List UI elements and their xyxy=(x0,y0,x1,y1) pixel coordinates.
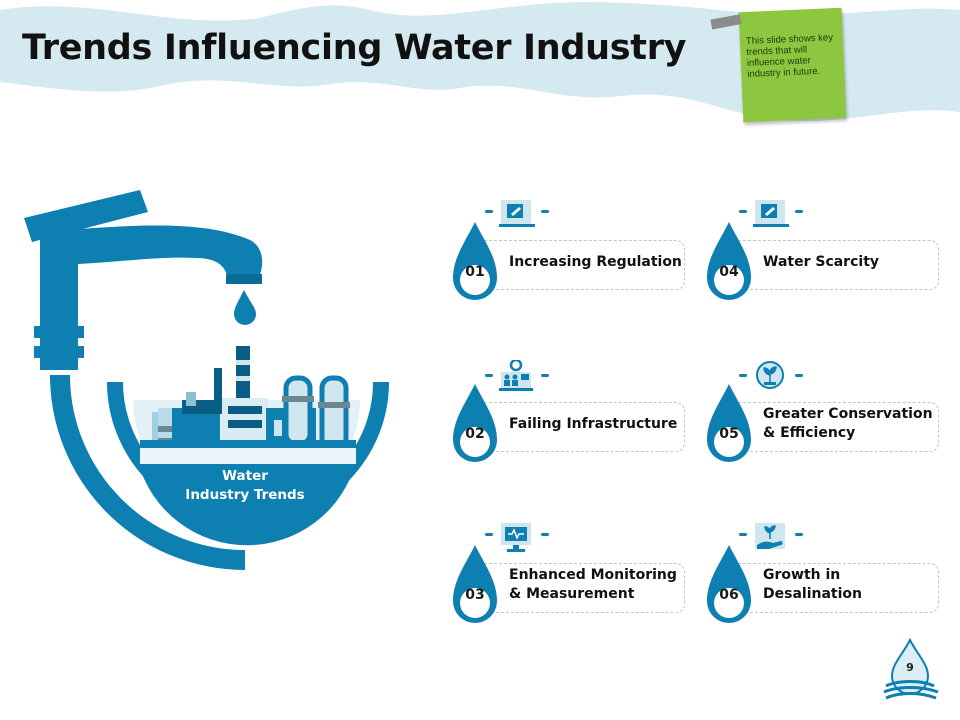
water-drop-icon xyxy=(707,222,751,300)
gear-people-icon xyxy=(485,360,549,391)
water-drop-icon xyxy=(453,545,497,623)
trend-number: 06 xyxy=(719,587,739,603)
trend-label-line1: Growth in xyxy=(763,567,841,583)
monitor-icon xyxy=(485,523,549,552)
trend-card-box xyxy=(475,563,685,613)
trend-card-02: 02 Failing Infrastructure xyxy=(451,360,691,462)
trend-label-line2: & Measurement xyxy=(509,586,635,602)
gavel-laptop-icon xyxy=(739,200,803,227)
trend-label: Failing Infrastructure xyxy=(509,415,677,434)
hand-plant-icon xyxy=(739,523,803,549)
water-drop-icon xyxy=(707,384,751,462)
trend-number: 02 xyxy=(465,426,485,442)
trend-card-box xyxy=(475,240,685,290)
trend-label: Water Scarcity xyxy=(763,253,879,272)
trend-card-03: 03 Enhanced Monitoring & Measurement xyxy=(451,523,691,623)
trend-label-line2: & Efficiency xyxy=(763,425,856,441)
trend-number: 03 xyxy=(465,587,485,603)
trend-card-box xyxy=(475,402,685,452)
hub-label-line1: Water xyxy=(222,468,268,484)
hub-label-line2: Industry Trends xyxy=(185,487,305,503)
trend-label-line2: Desalination xyxy=(763,586,862,602)
trend-card-05: 05 Greater Conservation & Efficiency xyxy=(705,361,945,462)
hub-label: Water Industry Trends xyxy=(170,467,320,505)
page-number: 9 xyxy=(906,661,914,674)
trend-label: Growth in Desalination xyxy=(763,566,862,604)
trend-card-box xyxy=(729,563,939,613)
gavel-laptop-icon xyxy=(485,200,549,227)
trend-card-06: 06 Growth in Desalination xyxy=(705,523,945,623)
trend-number: 05 xyxy=(719,426,739,442)
trend-number: 01 xyxy=(465,264,485,280)
trend-card-04: 04 Water Scarcity xyxy=(705,200,945,300)
trend-label: Increasing Regulation xyxy=(509,253,682,272)
trend-label-line1: Increasing Regulation xyxy=(509,254,682,270)
trend-label-line1: Water Scarcity xyxy=(763,254,880,270)
water-drop-icon xyxy=(453,222,497,300)
background-wave xyxy=(0,2,960,122)
trend-label-line1: Failing Infrastructure xyxy=(509,416,678,432)
water-drop-icon xyxy=(707,545,751,623)
water-drop-icon xyxy=(453,384,497,462)
trend-label: Enhanced Monitoring & Measurement xyxy=(509,566,677,604)
trend-number: 04 xyxy=(719,264,739,280)
plant-circle-icon xyxy=(739,361,803,389)
trend-label: Greater Conservation & Efficiency xyxy=(763,405,933,443)
trend-label-line1: Greater Conservation xyxy=(763,406,933,422)
trend-card-box xyxy=(729,240,939,290)
trend-label-line1: Enhanced Monitoring xyxy=(509,567,677,583)
page-title: Trends Influencing Water Industry xyxy=(22,28,687,68)
trend-card-01: 01 Increasing Regulation xyxy=(451,200,691,300)
